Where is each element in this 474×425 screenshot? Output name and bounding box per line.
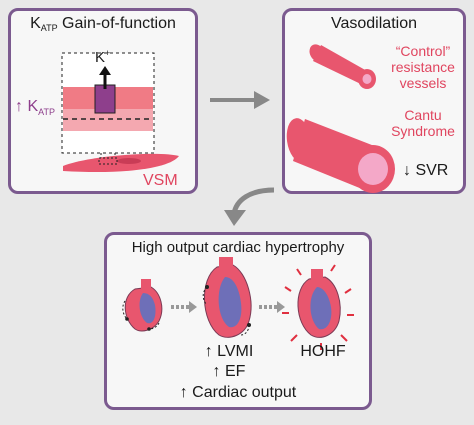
control-vessels-label: “Control” resistance vessels: [391, 43, 455, 91]
cantu-vessel-lumen: [358, 153, 388, 185]
vasodilation-title: Vasodilation: [331, 15, 417, 32]
katp-title-sub: ATP: [40, 23, 58, 33]
vasodilation-panel: Vasodilation “Control” resistance vessel…: [282, 8, 466, 194]
hohf-strain-lines: [282, 264, 354, 350]
cardiac-hypertrophy-title: High output cardiac hypertrophy: [131, 239, 345, 256]
ef-label: ↑ EF: [212, 363, 246, 380]
hohf-label: HOHF: [300, 343, 346, 360]
k-ion-label: K+: [95, 48, 111, 66]
control-vessel-lumen: [362, 74, 372, 84]
vsm-label: VSM: [143, 172, 178, 189]
vsm-nucleus: [117, 158, 141, 164]
progression-arrow-1: [171, 301, 197, 313]
katp-increase-label: ↑ KATP: [15, 98, 55, 118]
lvmi-label: ↑ LVMI: [204, 343, 254, 360]
katp-title-k: K: [30, 15, 41, 32]
hohf-heart: [297, 269, 341, 338]
normal-heart: [122, 279, 163, 332]
vsm-zoom-origin: [98, 157, 118, 165]
cardiac-output-label: ↑ Cardiac output: [179, 384, 297, 401]
katp-illustration: [61, 52, 179, 173]
progression-arrow-2: [259, 301, 285, 313]
heart-progression: [122, 257, 354, 350]
svr-decrease-label: ↓ SVR: [403, 162, 449, 179]
membrane-inner-leaflet: [63, 109, 153, 131]
cardiac-hypertrophy-panel: High output cardiac hypertrophy: [104, 232, 372, 410]
cantu-syndrome-label: Cantu Syndrome: [391, 107, 455, 139]
vessel-illustration: [286, 44, 395, 193]
katp-panel-title: KATP Gain-of-function: [11, 15, 195, 33]
katp-title-rest: Gain-of-function: [57, 15, 176, 32]
control-vessel-body: [313, 45, 367, 87]
k-efflux-arrow-head: [99, 66, 111, 75]
hypertrophied-heart: [202, 257, 252, 338]
katp-gain-of-function-panel: KATP Gain-of-function K+ ↑ KATP VSM: [8, 8, 198, 194]
